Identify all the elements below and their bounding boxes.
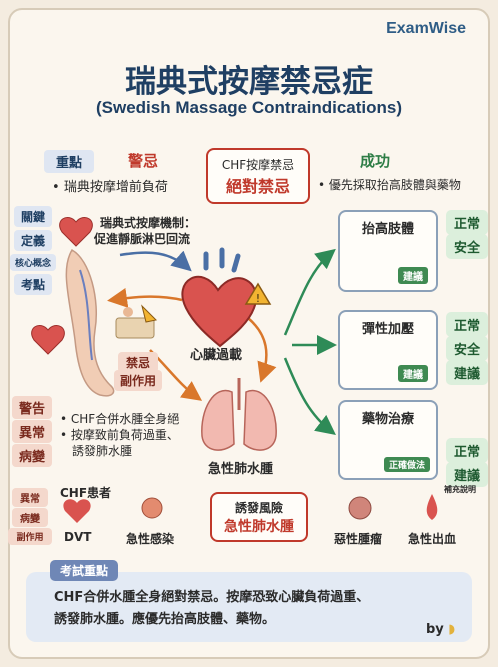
- warning-item: • 瑞典按摩增前負荷: [52, 180, 168, 195]
- card-elevate: 抬高肢體 建議: [338, 210, 438, 292]
- arrow-green-down: [283, 357, 336, 436]
- arrow-green-up: [283, 248, 336, 336]
- card-medication: 藥物治療 正確做法: [338, 400, 438, 480]
- left-tag-3: 核心概念: [10, 254, 56, 271]
- center-line1: CHF按摩禁忌: [221, 158, 295, 172]
- exam-box: [26, 572, 472, 642]
- small-heart-left2: [31, 325, 65, 355]
- lung-right: [243, 389, 277, 451]
- heart-illustration: [181, 276, 257, 348]
- left-tag-4: 考點: [14, 274, 52, 295]
- warn-tag-2: 異常: [12, 420, 52, 443]
- card-compression-badge: 建議: [398, 365, 428, 382]
- page-title: 瑞典式按摩禁忌症: [125, 64, 373, 100]
- risk-line1: 誘發風險: [234, 501, 283, 515]
- left-tag-1: 關鍵: [14, 206, 52, 227]
- infection-icon: [141, 497, 163, 519]
- warn-bullet-2: • 按摩致前負荷過重、: [60, 428, 179, 442]
- card-medication-title: 藥物治療: [361, 412, 414, 427]
- vein-lines: [79, 269, 93, 361]
- warning-title: 警忌: [128, 152, 159, 170]
- side-effect-tag: 副作用: [114, 370, 162, 391]
- card-elevate-title: 抬高肢體: [361, 222, 414, 237]
- lung-label: 急性肺水腫: [208, 462, 274, 477]
- condition-infection: 急性感染: [126, 532, 175, 546]
- success-item: • 優先採取抬高肢體與藥物: [318, 178, 461, 192]
- chf-patient: CHF患者: [60, 486, 112, 500]
- center-contra-box: CHF按摩禁忌 絕對禁忌: [206, 148, 310, 204]
- page-subtitle: (Swedish Massage Contraindications): [95, 98, 403, 117]
- warn-tag-1: 警告: [12, 396, 52, 419]
- compression-side-1: 正常: [446, 312, 488, 337]
- medication-note: 補充說明: [444, 485, 476, 494]
- compression-side-3: 建議: [446, 360, 488, 385]
- lung-left: [201, 389, 235, 451]
- warn-bullet-1: • CHF合併水腫全身絕: [60, 412, 180, 426]
- mechanism-line1: 瑞典式按摩機制：: [100, 216, 197, 230]
- tumor-icon: [348, 496, 372, 520]
- elevate-side-2: 安全: [446, 234, 488, 259]
- card-compression-title: 彈性加壓: [361, 322, 414, 337]
- massage-illustration: [115, 317, 155, 339]
- arrow-heart-to-contra: [107, 287, 183, 308]
- dvt-icon: [63, 499, 91, 523]
- lower-tag-2: 病變: [12, 508, 48, 527]
- exam-line2: 誘發肺水腫。應優先抬高肢體、藥物。: [54, 612, 276, 627]
- leg-illustration: [65, 248, 115, 397]
- svg-text:!: !: [256, 292, 260, 305]
- card-medication-badge: 正確做法: [383, 457, 430, 472]
- key-point-tag: 重點: [44, 150, 94, 173]
- warning-triangle: [244, 282, 272, 305]
- card-compression: 彈性加壓 建議: [338, 310, 438, 390]
- warn-bullet-3: 誘發肺水腫: [72, 444, 133, 458]
- warn-tag-3: 病變: [12, 444, 52, 467]
- arrow-to-heart: [119, 250, 192, 272]
- risk-line2: 急性肺水腫: [224, 519, 294, 535]
- condition-tumor: 惡性腫瘤: [334, 532, 383, 546]
- small-heart-left: [59, 217, 93, 247]
- bleeding-icon: [426, 494, 438, 520]
- left-tag-2: 定義: [14, 230, 52, 251]
- center-line2: 絕對禁忌: [225, 177, 290, 196]
- banana-icon: ◗: [448, 622, 456, 637]
- mechanism-line2: 促進靜脈淋巴回流: [94, 232, 191, 246]
- brand-logo: ExamWise: [386, 20, 466, 37]
- condition-bleeding: 急性出血: [408, 532, 457, 546]
- elevate-side-1: 正常: [446, 210, 488, 235]
- compression-side-2: 安全: [446, 336, 488, 361]
- medication-side-2: 建議: [446, 462, 488, 487]
- exam-tag: 考試重點: [50, 560, 119, 581]
- lower-tag-3: 副作用: [8, 528, 52, 545]
- success-title: 成功: [360, 152, 391, 170]
- arrow-heart-to-lung: [247, 317, 277, 383]
- card-elevate-badge: 建議: [398, 267, 428, 284]
- heart-label: 心臟過載: [190, 348, 243, 363]
- risk-box: 誘發風險 急性肺水腫: [210, 492, 308, 542]
- exam-line1: CHF合併水腫全身絕對禁忌。按摩恐致心臟負荷過重、: [54, 590, 370, 605]
- byline: by ◗: [426, 622, 456, 637]
- contra-tag: 禁忌: [118, 352, 158, 373]
- lower-tag-1: 異常: [12, 488, 48, 507]
- condition-dvt: DVT: [64, 530, 92, 544]
- medication-side-1: 正常: [446, 438, 488, 463]
